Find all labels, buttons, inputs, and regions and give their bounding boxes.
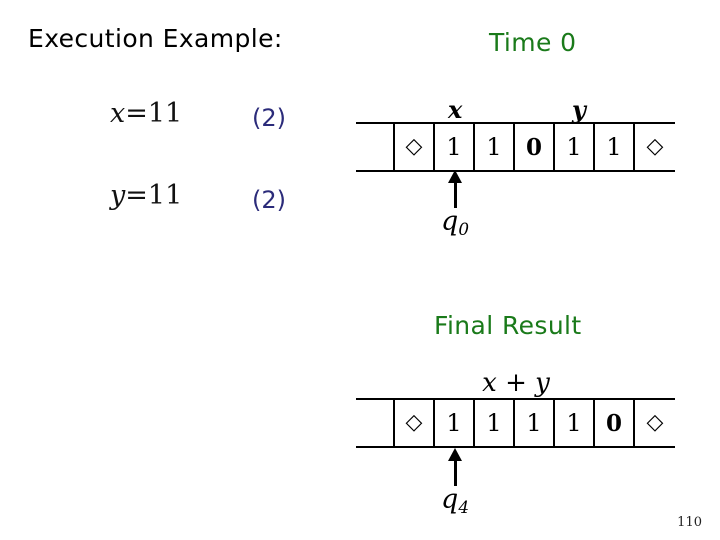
tape-cell: 1 [475, 124, 515, 170]
equation-x-relation: = [125, 98, 148, 129]
tape-segment-label-y: y [572, 95, 586, 124]
tape-cell: ◇ [395, 400, 435, 446]
step-count-y: (2) [252, 186, 286, 214]
tape-final-cells: ◇ 1 1 1 1 0 ◇ [356, 398, 675, 448]
equation-x: x=11 [110, 98, 182, 129]
tape-cell: ◇ [395, 124, 435, 170]
arrow-up-icon [425, 448, 485, 486]
tape-cell: 1 [555, 400, 595, 446]
tape-cell: 0 [595, 400, 635, 446]
tape-cell: 1 [515, 400, 555, 446]
tape-cell: ◇ [646, 410, 664, 435]
tape-cell: 0 [515, 124, 555, 170]
tape-cell: ◇ [646, 134, 664, 159]
tape-head-pointer-final: q4 [425, 448, 485, 517]
tape-final-labels: x + y [356, 358, 676, 398]
tape-segment-label-x-plus-y: x + y [482, 368, 550, 398]
state-label-q0: q0 [441, 206, 469, 239]
tape-cell [356, 400, 395, 446]
tape-diagram-final: x + y ◇ 1 1 1 1 0 ◇ [356, 358, 676, 448]
tape-segment-label-x: x [448, 95, 463, 124]
tape-cell: 1 [595, 124, 635, 170]
tape-cell [356, 124, 395, 170]
tape-diagram-time0: x y ◇ 1 1 0 1 1 ◇ [356, 82, 676, 172]
equation-y-value: 11 [147, 180, 183, 211]
arrow-up-icon [425, 170, 485, 208]
time-zero-heading: Time 0 [489, 28, 577, 57]
equation-y-variable: y [110, 180, 126, 211]
tape-cell: 1 [435, 400, 475, 446]
tape-cell: 1 [435, 124, 475, 170]
page-number: 110 [677, 515, 702, 530]
equation-x-value: 11 [147, 98, 183, 129]
tape-time0-labels: x y [356, 82, 676, 124]
tape-cell: 1 [475, 400, 515, 446]
final-result-heading: Final Result [434, 311, 582, 340]
equation-y: y=11 [110, 180, 182, 211]
tape-head-pointer-time0: q0 [425, 170, 485, 239]
tape-time0-cells: ◇ 1 1 0 1 1 ◇ [356, 122, 675, 172]
equation-y-relation: = [125, 180, 148, 211]
step-count-x: (2) [252, 104, 286, 132]
page-title: Execution Example: [28, 24, 283, 53]
state-label-q4: q4 [441, 484, 469, 517]
equation-x-variable: x [110, 98, 126, 129]
tape-cell: 1 [555, 124, 595, 170]
